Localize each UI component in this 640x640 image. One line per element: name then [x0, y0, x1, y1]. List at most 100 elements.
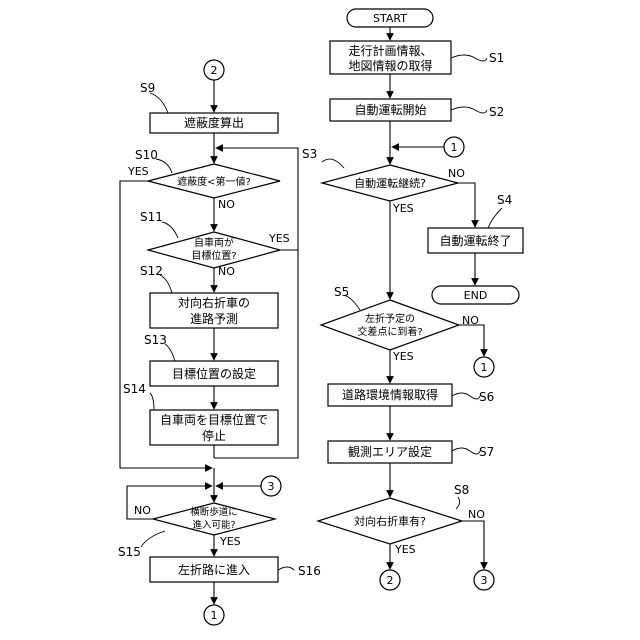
s7-step-id: S7: [479, 445, 494, 459]
connector-3-top-label: 3: [268, 480, 275, 493]
s7-leader: [452, 448, 480, 454]
start-terminator: START: [347, 9, 433, 27]
s3-leader: [322, 159, 344, 168]
s14-text-line2: 停止: [202, 428, 226, 443]
s10-no-label: NO: [218, 198, 235, 211]
start-label: START: [373, 12, 407, 25]
decision-s10: 遮蔽度<第一値?: [148, 164, 280, 198]
s13-text: 目標位置の設定: [172, 366, 256, 381]
s4-text: 自動運転終了: [439, 233, 511, 248]
s6-text: 道路環境情報取得: [342, 387, 438, 402]
s9-leader: [150, 93, 168, 113]
s12-step-id: S12: [140, 264, 163, 278]
connector-1-bottom-label: 1: [481, 361, 488, 374]
s2-leader: [451, 107, 487, 113]
s15-yes-label: YES: [219, 535, 241, 548]
s4-leader: [488, 208, 502, 228]
s5-text-line1: 左折予定の: [365, 312, 415, 325]
step-s9-box: 遮蔽度算出: [150, 113, 278, 133]
s15-step-id: S15: [118, 545, 141, 559]
s10-text: 遮蔽度<第一値?: [177, 175, 251, 188]
s15-leader: [141, 531, 165, 547]
connector-1-bottom: 1: [474, 357, 494, 377]
arrow-s3-no-s4: [458, 183, 475, 227]
step-s16-box: 左折路に進入: [150, 557, 278, 582]
s6-leader: [452, 393, 480, 399]
s8-step-id: S8: [454, 483, 469, 497]
s9-step-id: S9: [140, 81, 155, 95]
decision-s5: 左折予定の 交差点に到着?: [321, 300, 459, 350]
connector-1-top: 1: [444, 137, 464, 157]
step-s2-box: 自動運転開始: [330, 99, 451, 121]
s5-yes-label: YES: [392, 350, 414, 363]
s1-leader: [451, 55, 487, 61]
s16-leader: [278, 567, 294, 570]
step-s6-box: 道路環境情報取得: [328, 384, 452, 406]
step-s1-box: 走行計画情報、 地図情報の取得: [330, 41, 451, 74]
s3-yes-label: YES: [392, 202, 414, 215]
connector-2-top: 2: [204, 60, 224, 80]
connector-2-bottom: 2: [380, 570, 400, 590]
s3-text: 自動運転継続?: [354, 176, 426, 190]
s3-step-id: S3: [302, 147, 317, 161]
s15-no-label: NO: [134, 504, 151, 517]
s6-step-id: S6: [479, 390, 494, 404]
s1-step-id: S1: [489, 51, 504, 65]
arrow-s5-no-connector1: [459, 325, 484, 356]
end-terminator: END: [432, 286, 519, 304]
s8-yes-label: YES: [394, 543, 416, 556]
connector-2-top-label: 2: [211, 64, 218, 77]
s16-text: 左折路に進入: [178, 562, 250, 577]
s11-step-id: S11: [140, 210, 163, 224]
step-s12-box: 対向右折車の 進路予測: [150, 293, 278, 328]
arrow-s8-no-connector3: [462, 521, 484, 569]
s14-text-line1: 自車両を目標位置で: [160, 412, 268, 427]
decision-s8: 対向右折車有?: [318, 498, 462, 544]
s8-text: 対向右折車有?: [354, 514, 426, 528]
s10-step-id: S10: [135, 148, 158, 162]
s16-step-id: S16: [298, 564, 321, 578]
step-s14-box: 自車両を目標位置で 停止: [150, 410, 278, 445]
s11-leader: [162, 222, 178, 238]
decision-s15: 横断歩道に 進入可能?: [153, 503, 275, 535]
s11-text-line2: 目標位置?: [191, 249, 236, 262]
step-s7-box: 観測エリア設定: [328, 441, 452, 463]
s13-step-id: S13: [144, 333, 167, 347]
s1-text-line1: 走行計画情報、: [348, 43, 432, 58]
s5-step-id: S5: [334, 285, 349, 299]
s8-no-label: NO: [468, 508, 485, 521]
end-label: END: [464, 289, 488, 302]
s14-leader: [150, 393, 154, 410]
s9-text: 遮蔽度算出: [184, 115, 244, 130]
s15-text-line1: 横断歩道に: [190, 506, 238, 518]
s8-leader: [456, 497, 460, 509]
s11-text-line1: 自車両が: [194, 236, 234, 249]
s5-text-line2: 交差点に到着?: [357, 325, 422, 338]
s3-no-label: NO: [448, 167, 465, 180]
connector-2-bottom-label: 2: [387, 574, 394, 587]
s11-yes-label: YES: [268, 232, 290, 245]
connector-1-left-bottom: 1: [204, 605, 224, 625]
s12-text-line2: 進路予測: [190, 311, 238, 326]
s15-text-line2: 進入可能?: [192, 519, 235, 531]
s12-text-line1: 対向右折車の: [178, 295, 250, 310]
s10-yes-label: YES: [127, 165, 149, 178]
connector-1-left-bottom-label: 1: [211, 609, 218, 622]
step-s13-box: 目標位置の設定: [150, 361, 278, 386]
s2-step-id: S2: [489, 105, 504, 119]
connector-1-top-label: 1: [451, 141, 458, 154]
s11-no-label: NO: [218, 265, 235, 278]
step-s4-box: 自動運転終了: [428, 228, 523, 253]
connector-3-bottom: 3: [474, 570, 494, 590]
decision-s3: 自動運転継続?: [322, 165, 458, 201]
s10-leader: [156, 159, 172, 173]
decision-s11: 自車両が 目標位置?: [148, 232, 280, 268]
s1-text-line2: 地図情報の取得: [348, 58, 432, 73]
s7-text: 観測エリア設定: [348, 444, 432, 459]
s14-step-id: S14: [123, 382, 146, 396]
connector-3-top: 3: [261, 476, 281, 496]
s2-text: 自動運転開始: [354, 103, 426, 117]
s4-step-id: S4: [497, 193, 512, 207]
connector-3-bottom-label: 3: [481, 574, 488, 587]
